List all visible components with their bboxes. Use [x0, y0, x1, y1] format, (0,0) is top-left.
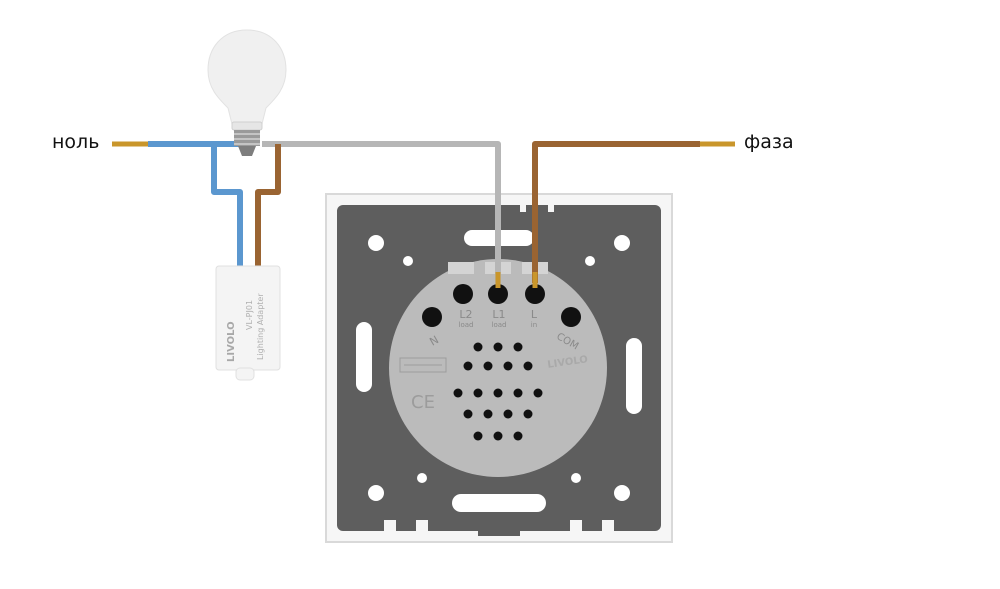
terminal-sub-l: in [531, 321, 537, 329]
adapter-brand: LIVOLO [226, 321, 237, 362]
neutral-branch-wire [211, 144, 243, 268]
mounting-slot [452, 494, 546, 512]
screw-hole [368, 485, 384, 501]
terminal-hole-l1 [488, 284, 508, 304]
rating-box [399, 357, 447, 373]
phase-label: фаза [744, 131, 794, 153]
screw-hole [614, 485, 630, 501]
phase-wire [532, 141, 700, 283]
lighting-adapter: LIVOLO VL-PJ01 Lighting Adapter [215, 265, 281, 381]
terminal-label-l2: L2 [459, 308, 472, 321]
ce-mark: CE [411, 392, 435, 413]
terminal-label-l: L [531, 308, 538, 321]
mounting-slot [356, 322, 372, 392]
terminal-sub-l1: load [492, 321, 507, 329]
terminal-hole-l2 [453, 284, 473, 304]
adapter-name: Lighting Adapter [256, 293, 265, 360]
terminal-hole-com [561, 307, 581, 327]
switch-module: L2 load L1 load L in N COM LIVOLO CE [389, 259, 607, 477]
speaker-grille [453, 342, 543, 441]
screw-hole [614, 235, 630, 251]
neutral-label: ноль [52, 131, 100, 153]
terminal-hole-l [525, 284, 545, 304]
mounting-slot [626, 338, 642, 414]
terminal-hole-n [422, 307, 442, 327]
load-wire [262, 141, 501, 283]
light-bulb-icon [207, 29, 287, 156]
adapter-model: VL-PJ01 [245, 300, 254, 330]
terminal-sub-l2: load [459, 321, 474, 329]
adapter-load-wire [255, 144, 281, 268]
screw-hole [368, 235, 384, 251]
terminal-label-l1: L1 [492, 308, 505, 321]
